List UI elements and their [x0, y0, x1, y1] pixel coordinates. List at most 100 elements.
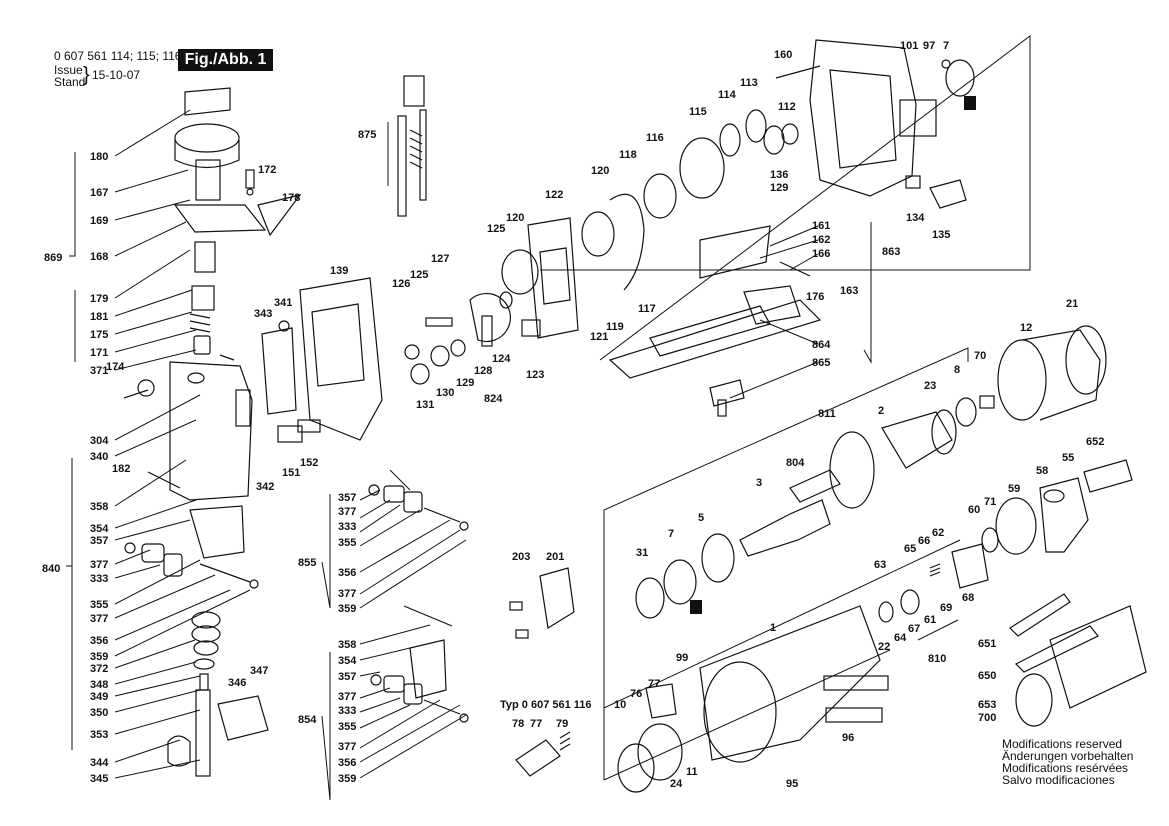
callout: 650 [978, 670, 996, 682]
gasket-139 [299, 277, 383, 441]
callout: 119 [606, 321, 624, 333]
callout: 824 [484, 393, 503, 405]
callout: 855 [298, 557, 316, 569]
extraction-adapter-653 [1049, 605, 1147, 709]
callout: 358 [90, 501, 108, 513]
callout: 11 [686, 766, 698, 778]
callout: 68 [962, 592, 974, 604]
gear-housing-101 [809, 39, 917, 197]
callout: 77 [530, 718, 542, 730]
callout-labels: 180 167 169 168 179 181 175 171 371 869 … [42, 40, 1104, 790]
motor-housing-1 [699, 605, 881, 761]
bush-171 [193, 335, 211, 355]
callout: 341 [274, 297, 292, 309]
callout: 129 [456, 377, 474, 389]
callout: 97 [923, 40, 935, 52]
callout: 359 [338, 773, 356, 785]
gear-115 [679, 137, 725, 199]
callout: 70 [974, 350, 986, 362]
callout: 174 [106, 361, 125, 373]
callout: 810 [928, 653, 946, 665]
callout: 7 [943, 40, 949, 52]
knob-167 [174, 123, 240, 153]
callout: 863 [882, 246, 900, 258]
callout: 840 [42, 563, 60, 575]
callout: 377 [338, 741, 356, 753]
bracket-863 [863, 222, 872, 364]
callout: 160 [774, 49, 792, 61]
callout: 113 [740, 77, 758, 89]
callout: 59 [1008, 483, 1020, 495]
bracket-354 [189, 505, 245, 559]
callout: 151 [282, 467, 300, 479]
callout: 31 [636, 547, 648, 559]
note-line: Änderungen vorbehalten [1002, 749, 1134, 763]
callout: 139 [330, 265, 348, 277]
callout: 58 [1036, 465, 1048, 477]
plate-96 [825, 707, 883, 723]
callout: 346 [228, 677, 246, 689]
callout: 354 [338, 655, 357, 667]
typ-label: Typ 0 607 561 116 [500, 699, 592, 711]
callout: 180 [90, 151, 108, 163]
callout: 372 [90, 663, 108, 675]
callout: 78 [512, 718, 524, 730]
note-line: Salvo modificaciones [1002, 773, 1115, 787]
callout: 77 [648, 678, 660, 690]
callout: 12 [1020, 322, 1032, 334]
callout: 700 [978, 712, 996, 724]
spring-118 [609, 193, 645, 291]
bearing-badge-7 [690, 600, 702, 614]
handle-58 [1039, 477, 1089, 553]
callout: 134 [906, 212, 925, 224]
callout: 162 [812, 234, 830, 246]
gasket-21 [1065, 325, 1107, 395]
callout: 116 [646, 132, 664, 144]
callout: 65 [904, 543, 916, 555]
group-bracket-840 [66, 458, 73, 567]
callout: 355 [338, 537, 356, 549]
callout: 865 [812, 357, 830, 369]
callout: 168 [90, 251, 108, 263]
callout: 115 [689, 106, 707, 118]
callout: 161 [812, 220, 830, 232]
callout: 163 [840, 285, 858, 297]
callout: 356 [338, 757, 356, 769]
callout: 356 [90, 635, 108, 647]
callout: 356 [338, 567, 356, 579]
callout: 359 [90, 651, 108, 663]
bracket-854 [321, 652, 331, 801]
callout: 99 [676, 652, 688, 664]
stand-label: Stand [54, 75, 86, 89]
callout: 120 [591, 165, 609, 177]
callout: 22 [878, 641, 890, 653]
callout: 125 [410, 269, 428, 281]
base-plate-168 [173, 204, 267, 233]
callout: 10 [614, 699, 626, 711]
part-161 [699, 225, 771, 279]
eccentric-124 [469, 292, 511, 343]
callout: 62 [932, 527, 944, 539]
callout: 55 [1062, 452, 1074, 464]
callout: 333 [338, 705, 356, 717]
callout: 129 [770, 182, 788, 194]
frame-1-lower [603, 649, 891, 781]
bearing-7-top [945, 59, 975, 97]
callout: 117 [638, 303, 656, 315]
callout: 357 [338, 492, 356, 504]
callout: 1 [770, 622, 776, 634]
callout: 869 [44, 252, 62, 264]
callout: 69 [940, 602, 952, 614]
callout: 377 [90, 559, 108, 571]
callout: 71 [984, 496, 996, 508]
frame-810 [917, 619, 959, 641]
shaft-179 [194, 241, 216, 273]
callout: 343 [254, 308, 272, 320]
callout: 125 [487, 223, 505, 235]
callout: 358 [338, 639, 356, 651]
stator-2 [881, 411, 953, 469]
callout: 66 [918, 535, 930, 547]
plate-122 [527, 217, 579, 339]
spring-175 [189, 313, 211, 333]
callout: 182 [112, 463, 130, 475]
